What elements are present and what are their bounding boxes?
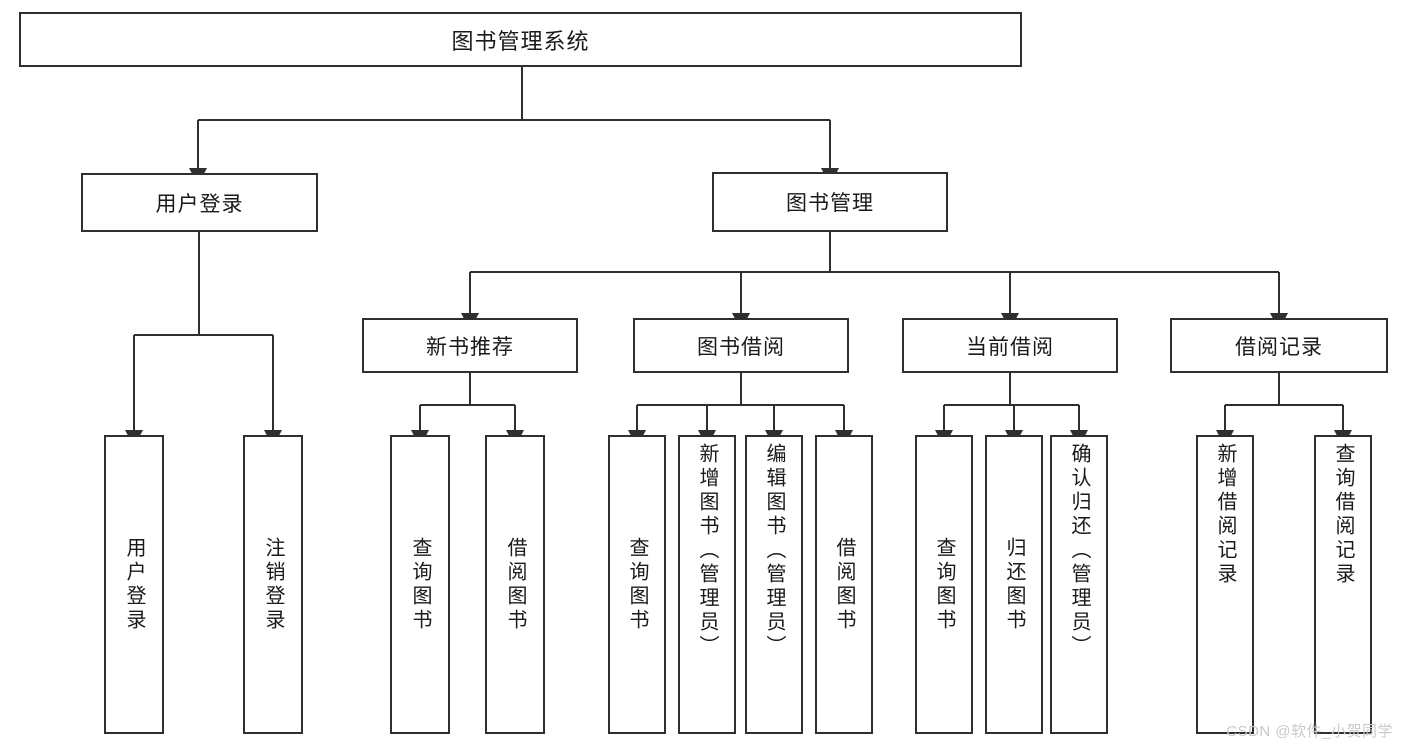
node-label: 新书推荐 [426, 335, 514, 359]
node-label: 查询图书 [933, 536, 955, 633]
watermark-csdn: CSDN @软件_小贺同学 [1226, 723, 1393, 740]
node-leaf-confirm-return-admin[interactable]: 确认归还（管理员） [1050, 435, 1108, 734]
node-label: 查询图书 [626, 536, 648, 633]
node-label: 借阅图书 [504, 536, 526, 633]
node-label: 归还图书 [1003, 536, 1025, 633]
node-label: 新增图书（管理员） [696, 443, 718, 659]
node-leaf-query-book-current[interactable]: 查询图书 [915, 435, 973, 734]
node-label: 新增借阅记录 [1214, 443, 1236, 587]
node-label: 查询图书 [409, 536, 431, 633]
node-new-book-recommend[interactable]: 新书推荐 [362, 318, 578, 373]
node-leaf-borrow-book[interactable]: 借阅图书 [815, 435, 873, 734]
node-label: 当前借阅 [966, 335, 1054, 359]
node-root-book-management-system[interactable]: 图书管理系统 [19, 12, 1022, 67]
node-label: 编辑图书（管理员） [763, 443, 785, 659]
node-leaf-query-borrow-record[interactable]: 查询借阅记录 [1314, 435, 1372, 734]
node-leaf-add-book-admin[interactable]: 新增图书（管理员） [678, 435, 736, 734]
node-label: 借阅图书 [833, 536, 855, 633]
node-book-management[interactable]: 图书管理 [712, 172, 948, 232]
node-label: 注销登录 [262, 536, 284, 633]
node-current-borrow[interactable]: 当前借阅 [902, 318, 1118, 373]
node-label: 图书管理 [786, 192, 874, 215]
node-label: 用户登录 [123, 536, 145, 633]
node-label: 图书管理系统 [451, 28, 590, 54]
node-leaf-logout[interactable]: 注销登录 [243, 435, 303, 734]
node-leaf-edit-book-admin[interactable]: 编辑图书（管理员） [745, 435, 803, 734]
node-borrow-records[interactable]: 借阅记录 [1170, 318, 1388, 373]
edge-paths [125, 67, 1352, 447]
node-label: 图书借阅 [697, 335, 785, 359]
node-label: 用户登录 [155, 192, 244, 216]
node-label: 确认归还（管理员） [1068, 443, 1090, 659]
node-book-borrow[interactable]: 图书借阅 [633, 318, 849, 373]
node-label: 查询借阅记录 [1332, 443, 1354, 587]
node-leaf-return-book[interactable]: 归还图书 [985, 435, 1043, 734]
node-label: 借阅记录 [1235, 335, 1323, 359]
node-leaf-borrow-book-recommend[interactable]: 借阅图书 [485, 435, 545, 734]
node-leaf-add-borrow-record[interactable]: 新增借阅记录 [1196, 435, 1254, 734]
node-leaf-query-book-borrow[interactable]: 查询图书 [608, 435, 666, 734]
node-leaf-user-login[interactable]: 用户登录 [104, 435, 164, 734]
node-leaf-query-book-recommend[interactable]: 查询图书 [390, 435, 450, 734]
node-user-login[interactable]: 用户登录 [81, 173, 318, 232]
